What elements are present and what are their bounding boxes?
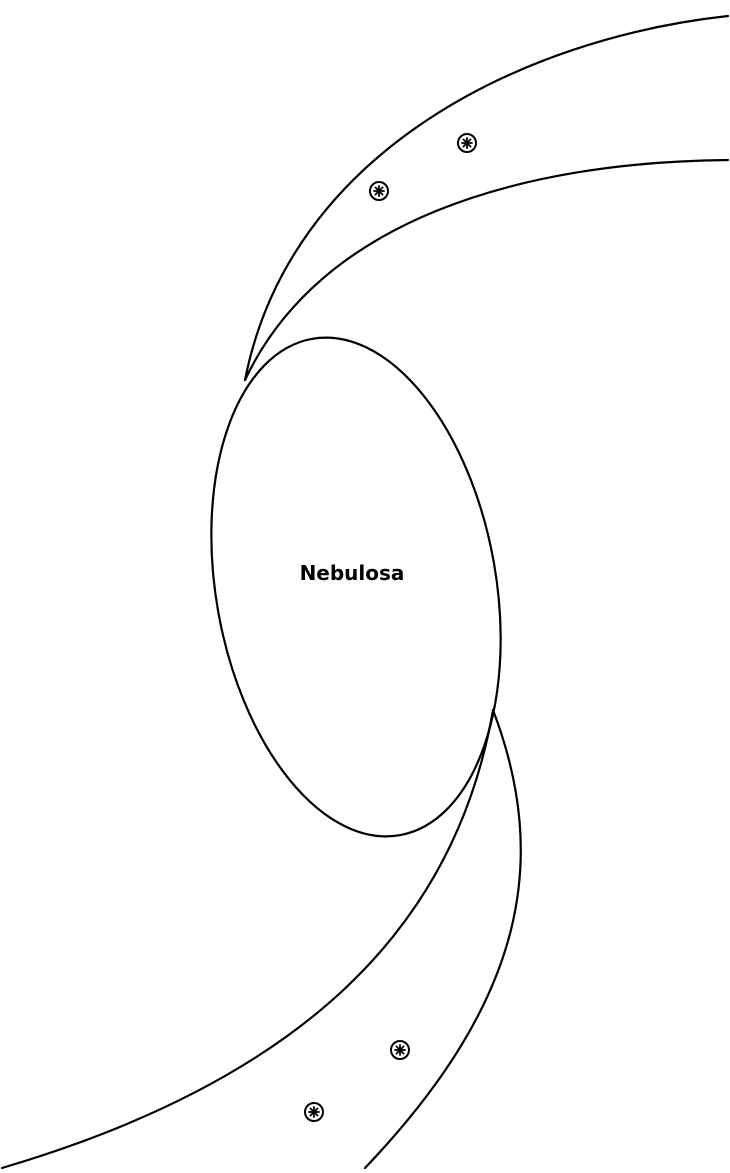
nebula-label: Nebulosa (300, 561, 405, 585)
lower-spiral-arm (2, 710, 521, 1168)
star-icon (370, 182, 388, 200)
upper-arm-outer-curve (245, 16, 728, 380)
upper-spiral-arm (245, 16, 728, 380)
star-icon (458, 134, 476, 152)
star-icon (391, 1041, 409, 1059)
lower-arm-outer-curve (365, 710, 521, 1168)
star-icon (305, 1103, 323, 1121)
lower-arm-inner-curve (2, 710, 493, 1168)
upper-arm-inner-curve (245, 160, 728, 380)
nebula-ellipse (174, 315, 537, 860)
